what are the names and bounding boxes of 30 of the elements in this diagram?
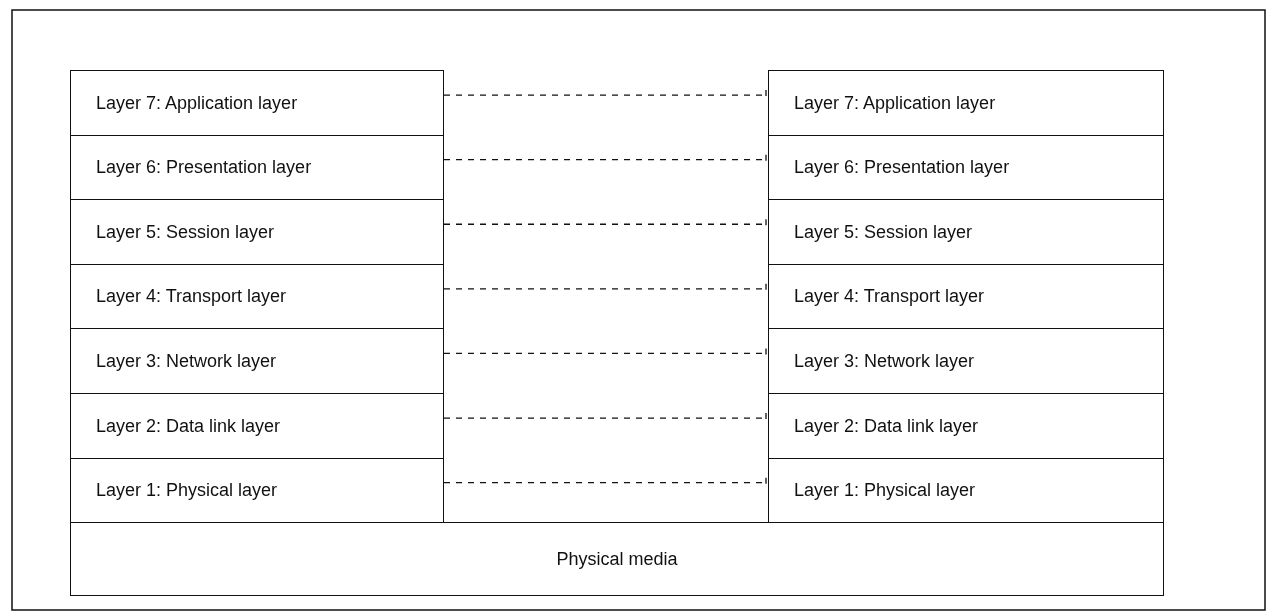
layer-label: Layer 7: Application layer: [95, 92, 298, 114]
layer-box: [768, 134, 1164, 201]
layer-box: [70, 199, 444, 266]
layer-label: Layer 3: Network layer: [95, 350, 277, 372]
layer-label: Layer 2: Data link layer: [793, 415, 979, 437]
layer-label: Layer 2: Data link layer: [95, 415, 281, 437]
layer-box: [70, 134, 444, 201]
layer-box: [70, 393, 444, 460]
layer-label: Layer 5: Session layer: [793, 221, 973, 243]
layer-box: [70, 263, 444, 330]
layer-label: Layer 1: Physical layer: [793, 480, 976, 502]
layer-label: Layer 6: Presentation layer: [95, 157, 312, 179]
layer-box: [768, 70, 1164, 137]
layer-label: Physical media: [556, 548, 678, 570]
layer-box: [768, 263, 1164, 330]
layer-box: [768, 328, 1164, 395]
layer-box: [768, 393, 1164, 460]
layer-label: Layer 5: Session layer: [95, 221, 275, 243]
media-box: [70, 522, 1164, 597]
layer-label: Layer 3: Network layer: [793, 350, 975, 372]
layer-label: Layer 4: Transport layer: [95, 286, 287, 308]
layer-box: [768, 457, 1164, 524]
layer-box: [768, 199, 1164, 266]
layer-label: Layer 1: Physical layer: [95, 480, 278, 502]
layer-box: [70, 328, 444, 395]
layer-label: Layer 7: Application layer: [793, 92, 996, 114]
layer-label: Layer 4: Transport layer: [793, 286, 985, 308]
layer-box: [70, 70, 444, 137]
layer-box: [70, 457, 444, 524]
layer-label: Layer 6: Presentation layer: [793, 157, 1010, 179]
